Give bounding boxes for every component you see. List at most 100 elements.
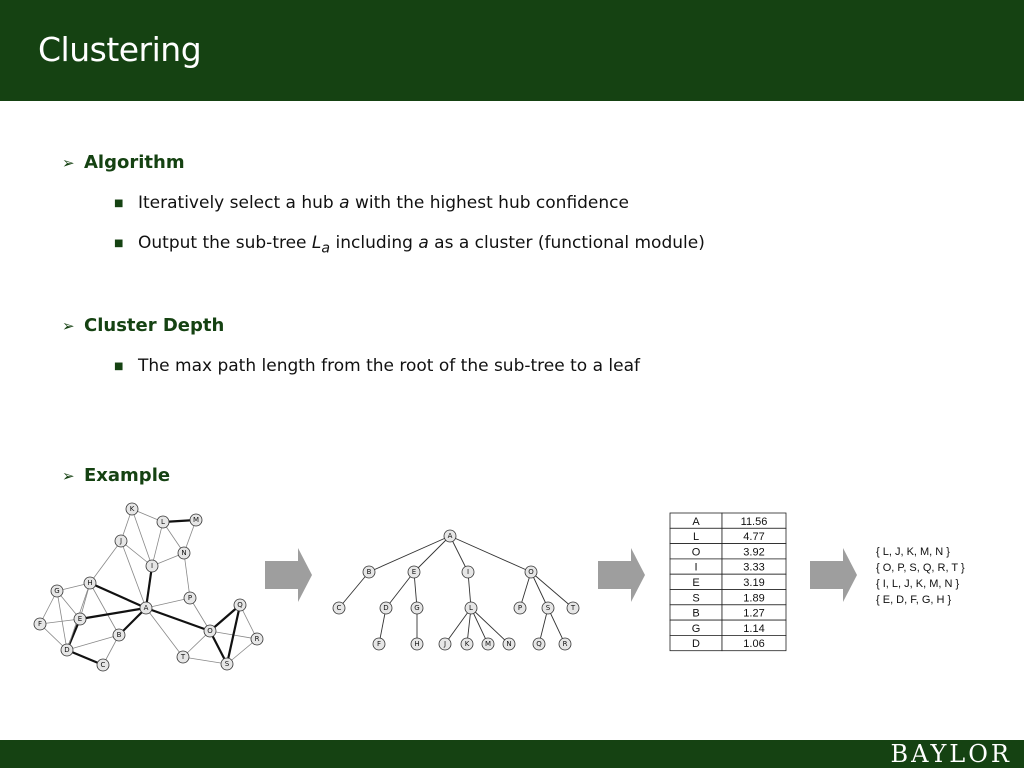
tree-node: G xyxy=(410,601,424,615)
network-node: P xyxy=(183,591,197,605)
node-label: R xyxy=(255,635,260,643)
node-circle xyxy=(176,650,190,664)
network-node: H xyxy=(83,576,97,590)
node-circle xyxy=(460,637,474,651)
network-edge xyxy=(225,604,242,665)
node-circle xyxy=(532,637,546,651)
node-circle xyxy=(156,515,170,529)
text-segment: including xyxy=(330,233,419,253)
node-label: B xyxy=(117,631,122,639)
arrow-bullet-icon: ➢ xyxy=(62,467,75,485)
node-label: A xyxy=(448,532,453,540)
node-circle xyxy=(362,565,376,579)
tree-node: H xyxy=(410,637,424,651)
network-node: C xyxy=(96,658,110,672)
text-var: L xyxy=(311,233,322,253)
tree-edges xyxy=(338,535,574,645)
tree-edge xyxy=(368,535,451,573)
table-cell-score: 1.06 xyxy=(743,638,764,650)
tree-node: I xyxy=(461,565,475,579)
node-circle xyxy=(203,624,217,638)
tree-edge xyxy=(385,571,415,609)
node-label: O xyxy=(528,568,534,576)
node-label: F xyxy=(377,640,381,648)
node-circle xyxy=(33,617,47,631)
table-cell-node: D xyxy=(692,638,700,650)
node-label: H xyxy=(87,579,92,587)
slide-title: Clustering xyxy=(38,30,202,69)
network-edge xyxy=(151,521,164,567)
table-cell-score: 1.27 xyxy=(743,608,764,620)
bullet-cluster-depth: ➢Cluster Depth xyxy=(62,315,224,336)
text-segment: The max path length from the root of the… xyxy=(138,356,640,376)
tree-edge xyxy=(470,607,489,645)
bullet-algorithm-line2: ■Output the sub-tree La including a as a… xyxy=(114,233,705,256)
tree-node: S xyxy=(541,601,555,615)
network-edge xyxy=(89,581,147,610)
node-label: E xyxy=(412,568,416,576)
node-label: J xyxy=(443,640,446,648)
bullet-depth-line1: ■The max path length from the root of th… xyxy=(114,356,640,376)
node-circle xyxy=(558,637,572,651)
table-cell-node: G xyxy=(692,623,701,635)
bullet-algorithm-line1: ■Iteratively select a hub a with the hig… xyxy=(114,193,629,213)
node-label: M xyxy=(193,516,199,524)
node-circle xyxy=(332,601,346,615)
node-label: M xyxy=(485,640,491,648)
node-circle xyxy=(410,637,424,651)
square-bullet-icon: ■ xyxy=(114,198,124,209)
right-arrow-icon xyxy=(265,548,312,602)
arrow-bullet-icon: ➢ xyxy=(62,317,75,335)
node-label: S xyxy=(546,604,551,612)
table-cell-score: 3.92 xyxy=(743,546,764,558)
network-node: K xyxy=(125,502,139,516)
table-cell-score: 3.33 xyxy=(743,562,764,574)
tree-node: C xyxy=(332,601,346,615)
network-edge xyxy=(145,606,211,633)
tree-edge xyxy=(470,607,510,645)
node-label: R xyxy=(563,640,568,648)
node-label: B xyxy=(367,568,372,576)
cluster-list: { L, J, K, M, N }{ O, P, S, Q, R, T }{ I… xyxy=(876,546,965,606)
network-node: J xyxy=(114,534,128,548)
node-label: C xyxy=(337,604,342,612)
node-label: N xyxy=(181,549,186,557)
node-circle xyxy=(513,601,527,615)
network-edge xyxy=(145,607,184,658)
node-circle xyxy=(372,637,386,651)
node-label: K xyxy=(130,505,135,513)
network-edge xyxy=(89,540,122,584)
node-label: Q xyxy=(237,601,243,609)
node-circle xyxy=(220,657,234,671)
right-arrow-icon xyxy=(598,548,645,602)
node-label: I xyxy=(151,562,153,570)
network-edges xyxy=(39,508,258,667)
tree-node: O xyxy=(524,565,538,579)
node-label: I xyxy=(467,568,469,576)
node-label: P xyxy=(518,604,522,612)
header-bar: Clustering xyxy=(0,0,1024,101)
node-circle xyxy=(502,637,516,651)
node-label: N xyxy=(506,640,511,648)
network-node: T xyxy=(176,650,190,664)
network-edge xyxy=(145,597,191,609)
node-circle xyxy=(83,576,97,590)
node-label: D xyxy=(383,604,388,612)
network-node: M xyxy=(189,513,203,527)
node-circle xyxy=(177,546,191,560)
node-circle xyxy=(183,591,197,605)
tree-edge xyxy=(449,535,469,573)
network-edge xyxy=(66,648,104,667)
node-label: O xyxy=(207,627,213,635)
node-circle xyxy=(541,601,555,615)
table-cell-score: 4.77 xyxy=(743,531,764,543)
node-circle xyxy=(524,565,538,579)
tree-edge xyxy=(547,607,566,645)
node-circle xyxy=(233,598,247,612)
